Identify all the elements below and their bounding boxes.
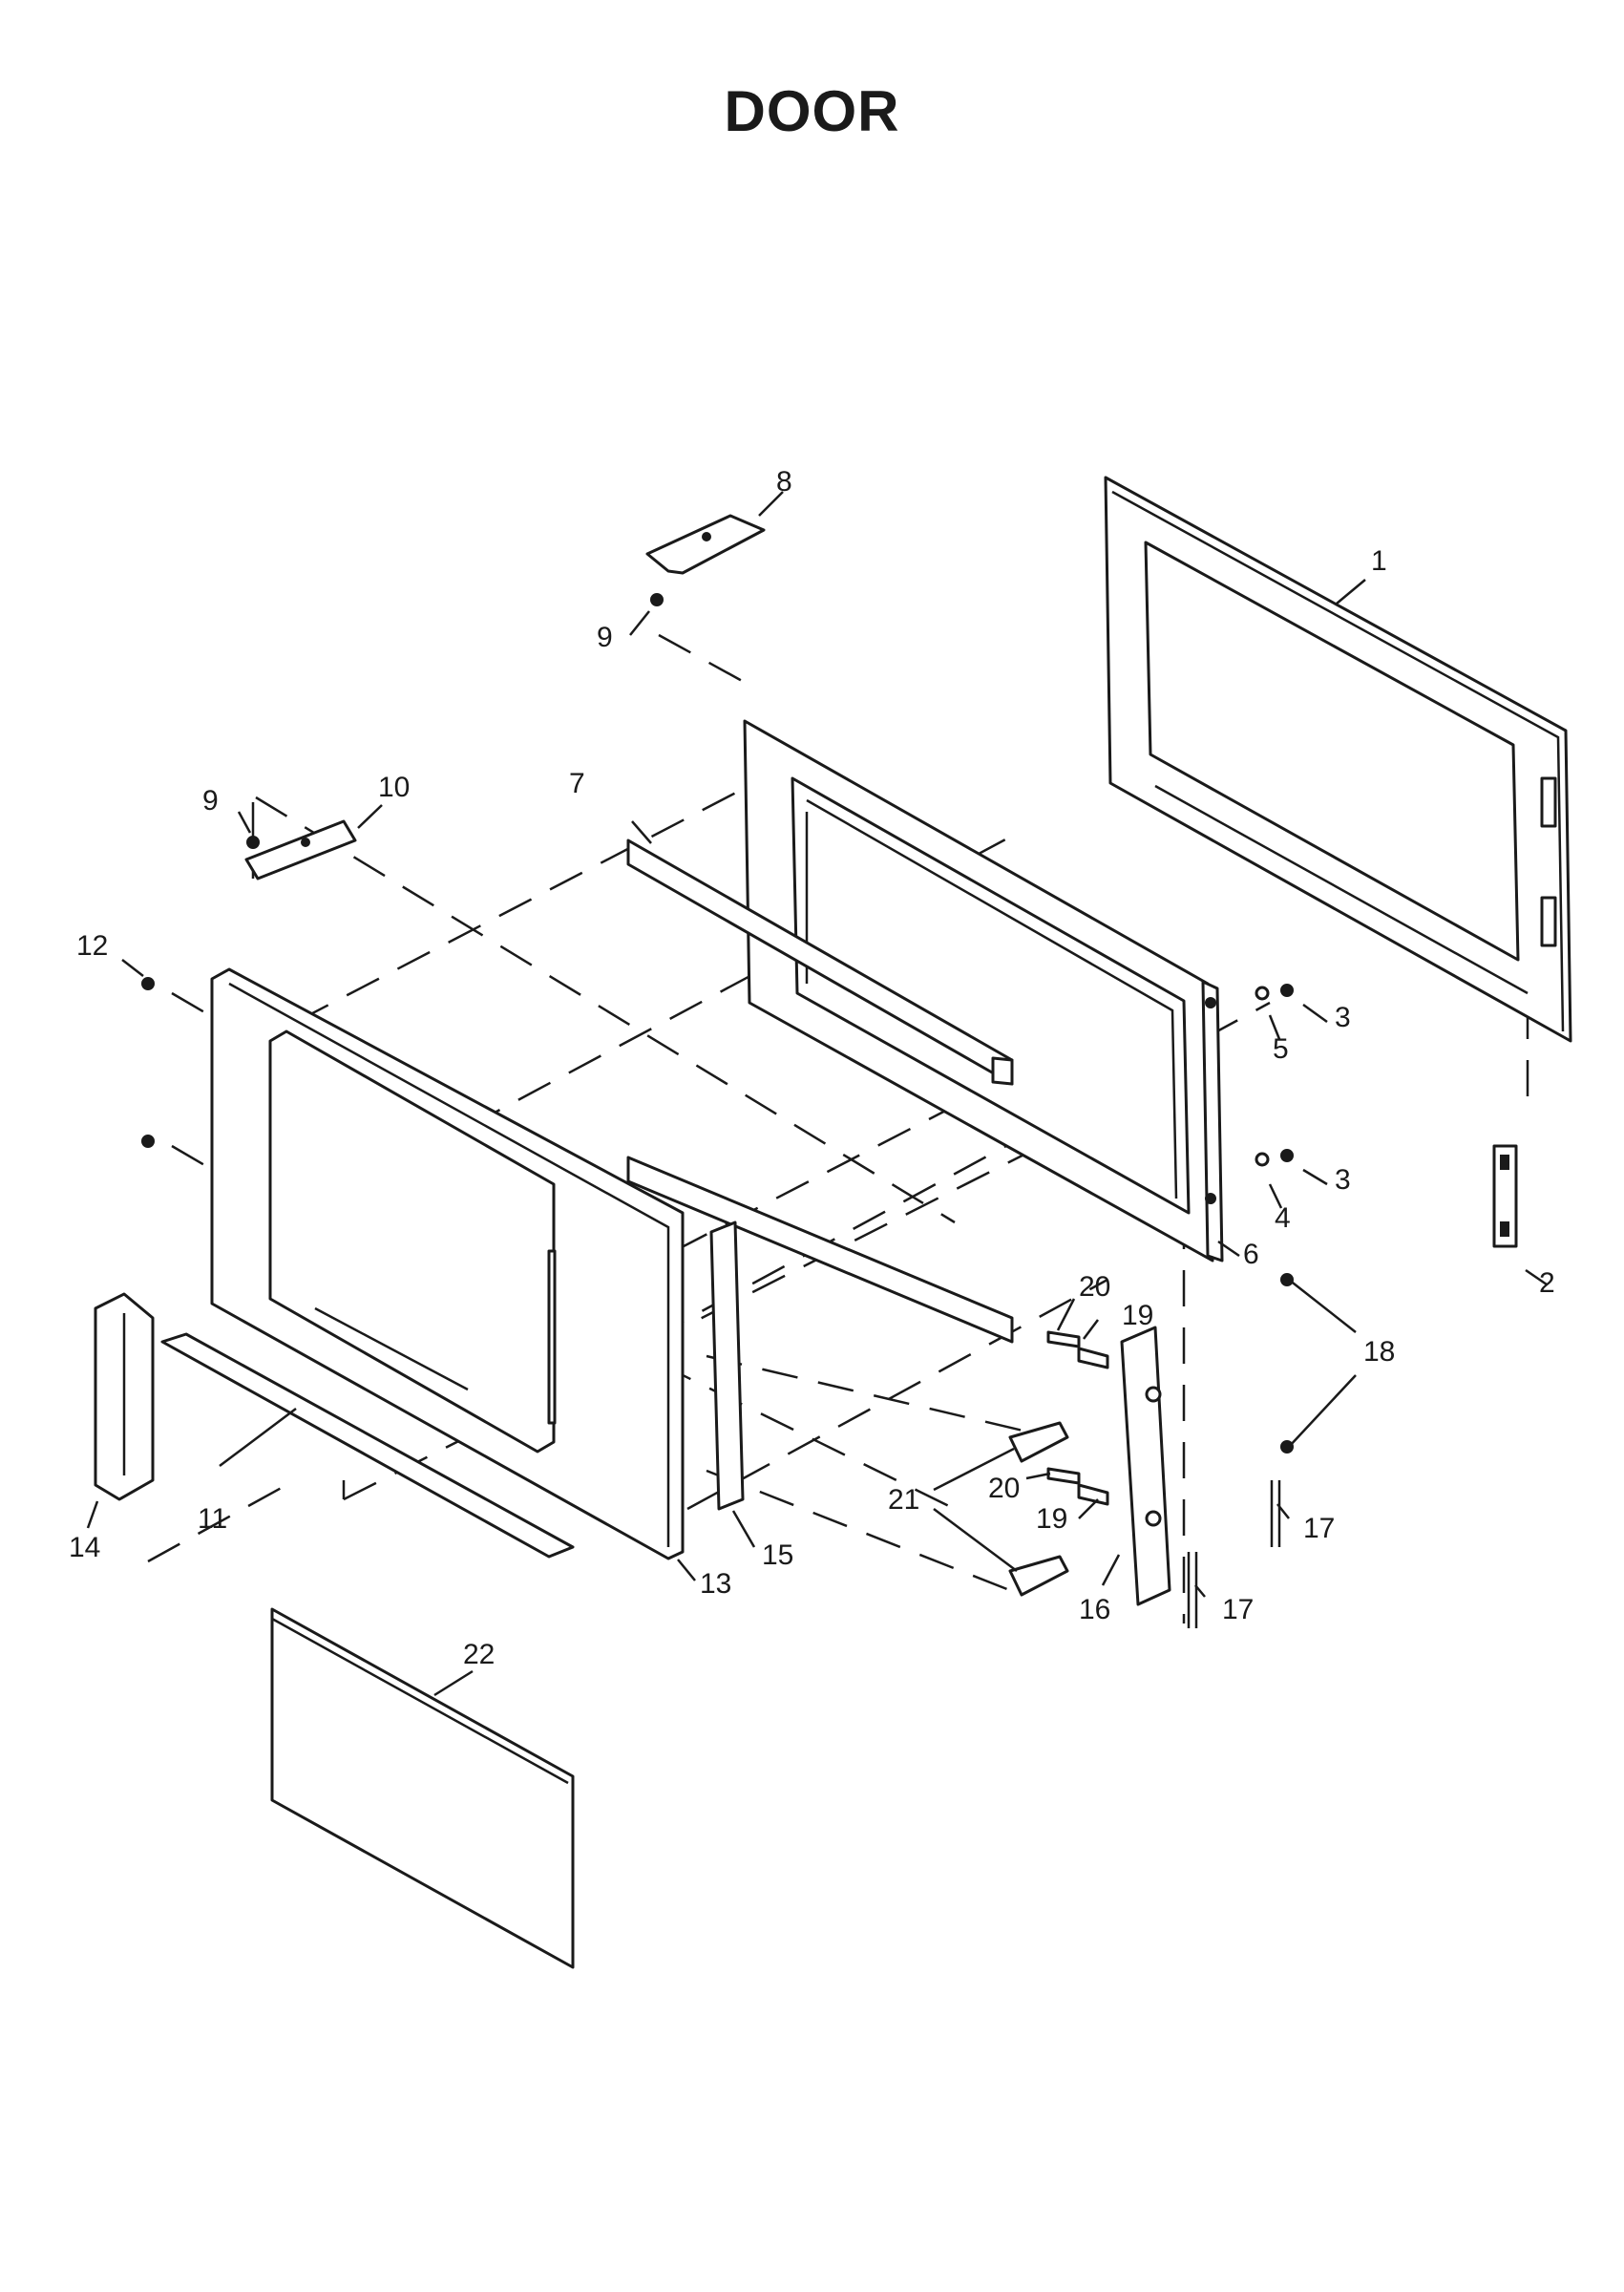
callout-numbers: 1 2 3 3 4 5 6 7 8 9 9 10 11 12 13 14 15 … xyxy=(69,466,1555,1670)
callout-14: 14 xyxy=(69,1532,100,1563)
upper-trim-bar xyxy=(626,838,1014,1086)
left-hinge xyxy=(244,819,357,881)
callout-9: 9 xyxy=(202,785,219,817)
side-trim xyxy=(709,1220,745,1511)
callout-9: 9 xyxy=(597,622,613,653)
callout-1: 1 xyxy=(1371,545,1387,577)
callout-11: 11 xyxy=(198,1503,227,1535)
door-inner-panel xyxy=(743,719,1224,1263)
outer-door-panel xyxy=(210,967,685,1560)
callout-20: 20 xyxy=(988,1473,1020,1504)
hinge-hardware xyxy=(1008,1330,1109,1597)
callout-6: 6 xyxy=(1243,1239,1259,1270)
callout-20: 20 xyxy=(1079,1271,1110,1303)
callout-22: 22 xyxy=(463,1639,495,1670)
door-handle xyxy=(94,1292,155,1501)
callout-15: 15 xyxy=(762,1539,793,1571)
springs xyxy=(1187,1480,1281,1628)
callout-4: 4 xyxy=(1275,1202,1291,1234)
bottom-trim xyxy=(160,1332,575,1559)
callout-17: 17 xyxy=(1222,1594,1254,1625)
callout-12: 12 xyxy=(76,930,108,962)
callout-19: 19 xyxy=(1122,1300,1153,1331)
leader-lines xyxy=(86,491,1548,1697)
callout-7: 7 xyxy=(569,768,585,799)
top-hinge xyxy=(645,514,766,575)
callout-3: 3 xyxy=(1335,1164,1351,1196)
callout-16: 16 xyxy=(1079,1594,1110,1625)
screws xyxy=(141,593,1294,1454)
callout-3: 3 xyxy=(1335,1002,1351,1033)
inner-liner-frame xyxy=(1104,476,1572,1043)
callout-21: 21 xyxy=(888,1484,919,1516)
callout-13: 13 xyxy=(700,1568,731,1600)
callout-5: 5 xyxy=(1273,1033,1289,1065)
callout-10: 10 xyxy=(378,772,410,803)
glass-panel xyxy=(270,1607,575,1969)
callout-2: 2 xyxy=(1539,1267,1555,1299)
lower-trim-bar xyxy=(626,1156,1014,1344)
callout-8: 8 xyxy=(776,466,792,498)
side-bracket xyxy=(1492,1144,1518,1248)
hinge-plate xyxy=(1120,1326,1171,1606)
callout-18: 18 xyxy=(1363,1336,1395,1368)
callout-19: 19 xyxy=(1036,1503,1067,1535)
page-title: DOOR xyxy=(724,79,900,143)
callout-17: 17 xyxy=(1303,1513,1335,1544)
